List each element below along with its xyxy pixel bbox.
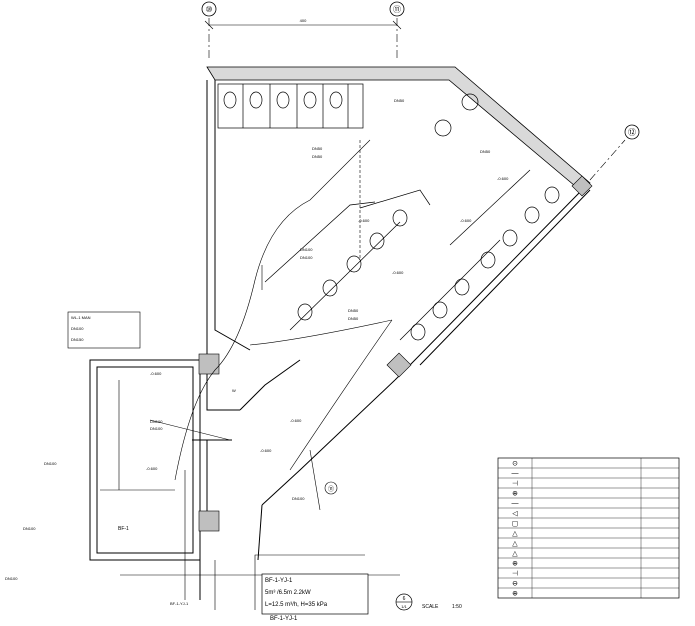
equip-line2: L=12.5 m³/h, H=35 kPa bbox=[265, 602, 328, 608]
legend-symbol: ⊕ bbox=[512, 491, 518, 498]
title-num: 6 bbox=[403, 596, 406, 602]
legend-symbol: △ bbox=[512, 531, 518, 538]
legend-symbol: ▢ bbox=[512, 521, 519, 528]
scale-label: SCALE bbox=[422, 604, 439, 610]
grid-lines bbox=[204, 18, 626, 181]
columns bbox=[198, 175, 593, 532]
elev-note-3: -0.600 bbox=[290, 418, 302, 423]
note-4: DN50 bbox=[480, 149, 491, 154]
legend-rows: ⊙ — ⊣ ⊕ — ◁ ▢ △ △ △ ⊕ ⊣ ⊖ ⊕ bbox=[498, 458, 679, 598]
grid-label-right: ⑪ bbox=[393, 5, 401, 14]
left-box-1: WL-1 MAN bbox=[71, 315, 91, 320]
left-box-3: DN150 bbox=[71, 337, 84, 342]
pipe-lines bbox=[100, 139, 400, 610]
toilet-stalls-top bbox=[217, 83, 364, 129]
note-7: DN50 bbox=[348, 308, 359, 313]
scale-value: 1:50 bbox=[452, 604, 462, 610]
pump-label: BF-1 bbox=[118, 526, 129, 532]
note-6: DN100 bbox=[300, 255, 313, 260]
note-10: DN100 bbox=[150, 426, 163, 431]
legend-symbol: ⊣ bbox=[512, 481, 518, 488]
legend-symbol: ◁ bbox=[512, 511, 518, 518]
legend-symbol: — bbox=[512, 501, 519, 508]
note-9: DN100 bbox=[150, 419, 163, 424]
grid-label-left: ⑩ bbox=[205, 5, 212, 14]
legend-symbol: ⊕ bbox=[512, 591, 518, 598]
title-sheet: 1/1 bbox=[401, 604, 407, 609]
note-12: DN100 bbox=[23, 526, 36, 531]
legend-symbol: ⊖ bbox=[512, 581, 518, 588]
elev-note-5: -0.600 bbox=[358, 218, 370, 223]
elev-note-7: -0.600 bbox=[460, 218, 472, 223]
note-8: DN50 bbox=[348, 316, 359, 321]
note-1: DN50 bbox=[312, 146, 323, 151]
note-2: DN50 bbox=[312, 154, 323, 159]
note-13: DN100 bbox=[5, 576, 18, 581]
grid-span: 400 bbox=[300, 18, 307, 23]
note-14: DN100 bbox=[292, 496, 305, 501]
legend-symbol: ⊕ bbox=[512, 561, 518, 568]
urinals-diagonal bbox=[264, 93, 560, 341]
equip-line1: 5m³ /6.5m 2.2kW bbox=[265, 590, 311, 596]
tank-note: BF-1-YJ-1 bbox=[170, 601, 189, 606]
note-5: DN100 bbox=[300, 247, 313, 252]
elev-note-1: -0.600 bbox=[150, 371, 162, 376]
annotations: -0.600 -0.600 -0.600 -0.600 -0.600 -0.60… bbox=[5, 98, 509, 606]
section-bubble-label: ⑪ bbox=[328, 485, 334, 493]
elev-note-4: -0.600 bbox=[260, 448, 272, 453]
equip-sub: BF-1-YJ-1 bbox=[270, 616, 298, 622]
elev-note-6: -0.600 bbox=[392, 270, 404, 275]
elev-note-8: -0.600 bbox=[497, 176, 509, 181]
room-mark: W bbox=[232, 388, 236, 393]
legend-symbol: △ bbox=[512, 541, 518, 548]
equip-title: BF-1-YJ-1 bbox=[265, 578, 293, 584]
legend-table: ⊙ — ⊣ ⊕ — ◁ ▢ △ △ △ ⊕ ⊣ ⊖ ⊕ bbox=[497, 457, 680, 599]
left-note-box: WL-1 MAN DN100 DN150 bbox=[67, 311, 141, 349]
grid-label-diag: ⑫ bbox=[628, 128, 636, 137]
elev-note-2: -0.600 bbox=[146, 466, 158, 471]
legend-symbol: △ bbox=[512, 551, 518, 558]
legend-symbol: — bbox=[512, 471, 519, 478]
note-3: DN50 bbox=[394, 98, 405, 103]
legend-symbol: ⊙ bbox=[512, 461, 518, 468]
grid-bubble-left: ⑩ bbox=[201, 1, 217, 17]
note-11: DN100 bbox=[44, 461, 57, 466]
title-block: 6 1/1 SCALE 1:50 bbox=[395, 593, 462, 611]
grid-bubble-right: ⑪ bbox=[389, 1, 405, 17]
equipment-label: BF-1-YJ-1 5m³ /6.5m 2.2kW L=12.5 m³/h, H… bbox=[261, 573, 369, 622]
section-bubble bbox=[324, 481, 338, 495]
left-box-2: DN100 bbox=[71, 326, 84, 331]
legend-symbol: ⊣ bbox=[512, 571, 518, 578]
grid-bubble-diag: ⑫ bbox=[624, 124, 640, 140]
